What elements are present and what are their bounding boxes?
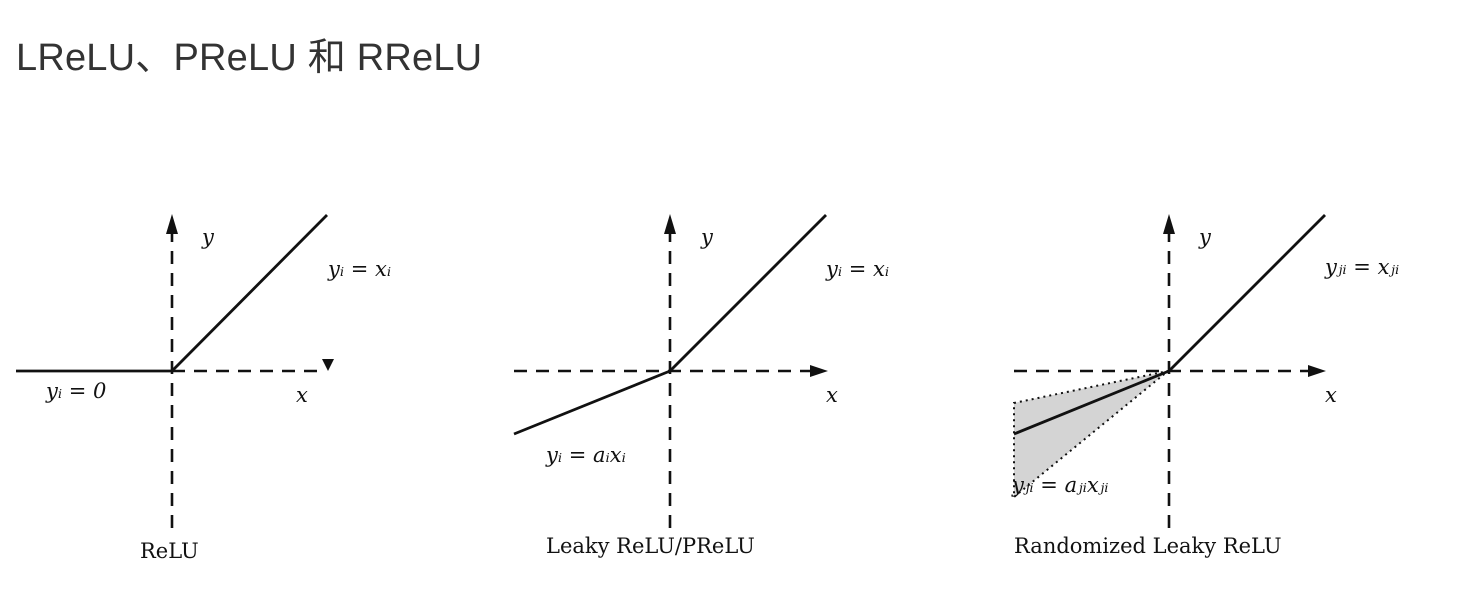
prelu-negative-label: yᵢ = aᵢxᵢ — [545, 443, 626, 467]
relu-x-arrow-icon — [322, 359, 334, 371]
prelu-positive-label: yᵢ = xᵢ — [825, 257, 889, 281]
rrelu-negative-line — [1013, 369, 1170, 436]
rrelu-positive-line — [1168, 214, 1326, 372]
prelu-panel: y x yᵢ = xᵢ yᵢ = aᵢxᵢ Leaky ReLU/PReLU — [513, 214, 889, 558]
prelu-x-axis-label: x — [826, 383, 838, 407]
relu-positive-line — [171, 214, 328, 372]
relu-y-axis-label: y — [201, 225, 215, 249]
prelu-caption: Leaky ReLU/PReLU — [546, 534, 755, 558]
rrelu-negative-label: yⱼᵢ = aⱼᵢxⱼᵢ — [1011, 473, 1109, 497]
prelu-negative-line — [513, 369, 671, 436]
rrelu-random-slope-band — [1013, 370, 1169, 500]
rrelu-y-arrow-icon — [1163, 214, 1175, 234]
rrelu-x-axis-label: x — [1325, 383, 1337, 407]
prelu-y-arrow-icon — [664, 214, 676, 234]
page-title: LReLU、PReLU 和 RReLU — [16, 37, 483, 79]
rrelu-panel: y x yⱼᵢ = xⱼᵢ yⱼᵢ = aⱼᵢxⱼᵢ Randomized Le… — [1011, 214, 1399, 558]
rrelu-positive-label: yⱼᵢ = xⱼᵢ — [1324, 255, 1399, 279]
prelu-y-axis-label: y — [700, 225, 714, 249]
rrelu-caption: Randomized Leaky ReLU — [1014, 534, 1282, 558]
relu-x-axis-label: x — [296, 383, 308, 407]
prelu-x-arrow-icon — [810, 365, 828, 377]
rrelu-x-arrow-icon — [1308, 365, 1326, 377]
relu-negative-label: yᵢ = 0 — [45, 379, 106, 403]
relu-caption: ReLU — [140, 539, 199, 563]
prelu-positive-line — [669, 214, 827, 372]
relu-panel: y x yᵢ = xᵢ yᵢ = 0 ReLU — [16, 214, 391, 563]
relu-y-arrow-icon — [166, 214, 178, 234]
relu-positive-label: yᵢ = xᵢ — [327, 257, 391, 281]
rrelu-y-axis-label: y — [1198, 225, 1212, 249]
